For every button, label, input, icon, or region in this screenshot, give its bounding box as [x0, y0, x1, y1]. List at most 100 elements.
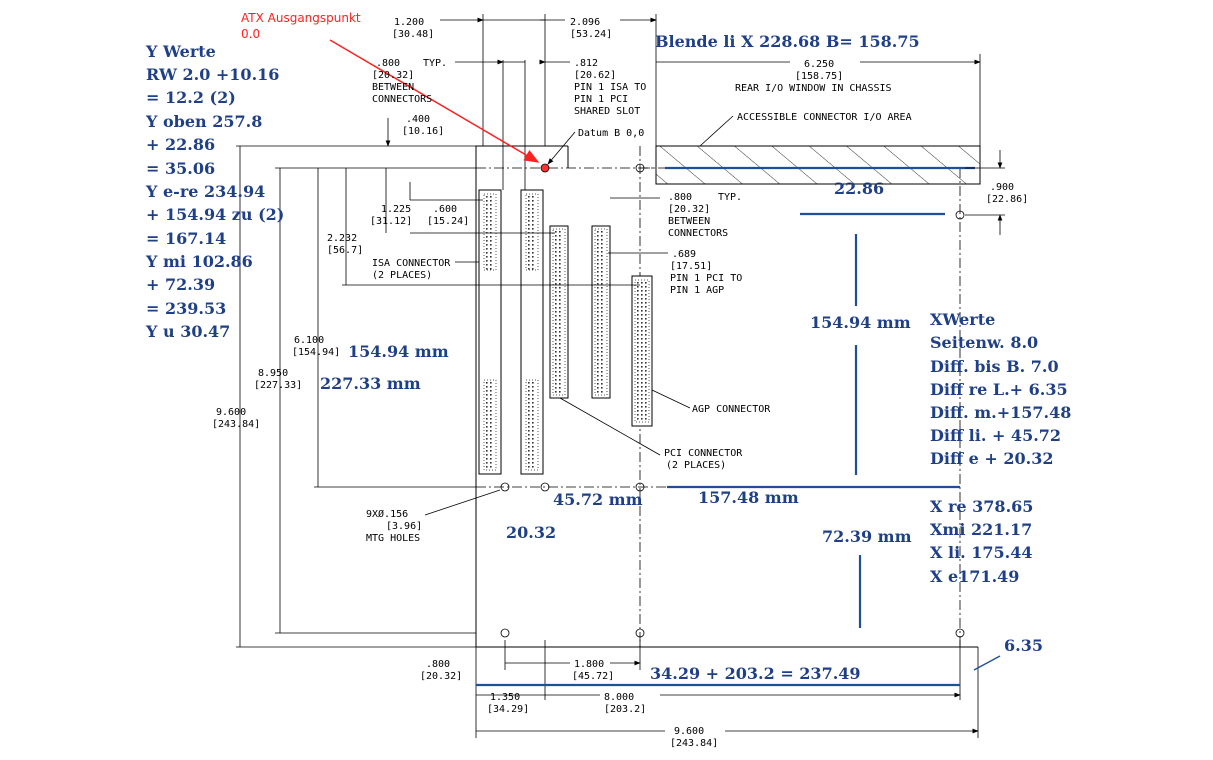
connector-pin — [597, 315, 599, 317]
connector-pin — [532, 398, 534, 400]
connector-pin — [490, 410, 492, 412]
connector-pin — [528, 248, 530, 250]
connector-pin — [486, 248, 488, 250]
connector-pin — [645, 294, 647, 296]
connector-pin — [597, 255, 599, 257]
connector-pin — [641, 362, 643, 364]
connector-pin — [486, 446, 488, 448]
connector-pin — [637, 418, 639, 420]
connector-pin — [555, 319, 557, 321]
connector-pin — [641, 294, 643, 296]
connector-pin — [490, 200, 492, 202]
connector-pin — [559, 271, 561, 273]
connector-pin — [486, 224, 488, 226]
connector-pin — [555, 391, 557, 393]
connector-pin — [490, 466, 492, 468]
connector-pin — [637, 354, 639, 356]
connector-pin — [532, 390, 534, 392]
dim: (2 PLACES) — [666, 460, 726, 471]
connector-pin — [559, 287, 561, 289]
connector-pin — [555, 315, 557, 317]
connector-pin — [597, 271, 599, 273]
connector-pin — [637, 362, 639, 364]
connector-pin — [559, 235, 561, 237]
connector-pin — [490, 228, 492, 230]
connector-pin — [597, 391, 599, 393]
connector-pin — [645, 310, 647, 312]
connector-pin — [559, 303, 561, 305]
connector-pin — [555, 231, 557, 233]
dim: [20.62] — [574, 70, 616, 81]
dim: 6.250 — [804, 59, 834, 70]
connector-pin — [645, 386, 647, 388]
connector-pin — [528, 414, 530, 416]
connector-pin — [601, 291, 603, 293]
connector-pin — [559, 339, 561, 341]
connector-pin — [486, 418, 488, 420]
connector-pin — [601, 235, 603, 237]
connector-pin — [528, 418, 530, 420]
connector-pin — [532, 256, 534, 258]
connector-pin — [601, 347, 603, 349]
blue-label-2032: 20.32 — [506, 523, 556, 542]
x-note: Diff. bis B. 7.0 — [930, 357, 1059, 376]
connector-pin — [637, 306, 639, 308]
dim: TYP. — [718, 192, 742, 203]
dim: CONNECTORS — [668, 228, 728, 239]
y-note: = 12.2 (2) — [146, 88, 236, 107]
connector-pin — [528, 208, 530, 210]
connector-pin — [528, 458, 530, 460]
connector-pin — [532, 232, 534, 234]
connector-pin — [559, 331, 561, 333]
connector-pin — [555, 371, 557, 373]
connector-pin — [490, 402, 492, 404]
connector-pin — [637, 386, 639, 388]
connector-pin — [641, 386, 643, 388]
connector-pin — [532, 414, 534, 416]
connector-pin — [601, 251, 603, 253]
connector-pin — [555, 235, 557, 237]
connector-pin — [555, 251, 557, 253]
connector-pin — [645, 306, 647, 308]
connector-pin — [641, 398, 643, 400]
connector-pin — [597, 303, 599, 305]
connector-pin — [637, 346, 639, 348]
connector-pin — [490, 446, 492, 448]
connector-pin — [637, 314, 639, 316]
connector-pin — [528, 260, 530, 262]
dim: BETWEEN — [372, 82, 414, 93]
connector-pin — [641, 350, 643, 352]
connector-pin — [486, 236, 488, 238]
dim: [53.24] — [570, 29, 612, 40]
connector-pin — [490, 196, 492, 198]
connector-pin — [490, 450, 492, 452]
dim: CONNECTORS — [372, 94, 432, 105]
connector-pin — [486, 434, 488, 436]
connector-pin — [597, 379, 599, 381]
connector-pin — [490, 232, 492, 234]
connector-pin — [532, 466, 534, 468]
connector-pin — [641, 310, 643, 312]
dim: [56.7] — [327, 245, 363, 256]
connector-pin — [637, 390, 639, 392]
connector-pin — [559, 359, 561, 361]
connector-pin — [528, 442, 530, 444]
connector-pin — [528, 398, 530, 400]
connector-pin — [532, 406, 534, 408]
connector-pin — [641, 342, 643, 344]
connector-pin — [490, 442, 492, 444]
dim: .800 — [376, 58, 400, 69]
connector-pin — [645, 354, 647, 356]
dim: PIN 1 AGP — [670, 285, 724, 296]
connector-pin — [645, 298, 647, 300]
connector-pin — [486, 382, 488, 384]
connector-pin — [597, 299, 599, 301]
connector-pin — [597, 355, 599, 357]
connector-pin — [641, 410, 643, 412]
connector-pin — [641, 418, 643, 420]
dim: ISA CONNECTOR — [372, 258, 451, 269]
dim: PCI CONNECTOR — [664, 448, 743, 459]
connector-pin — [637, 382, 639, 384]
connector-pin — [597, 239, 599, 241]
